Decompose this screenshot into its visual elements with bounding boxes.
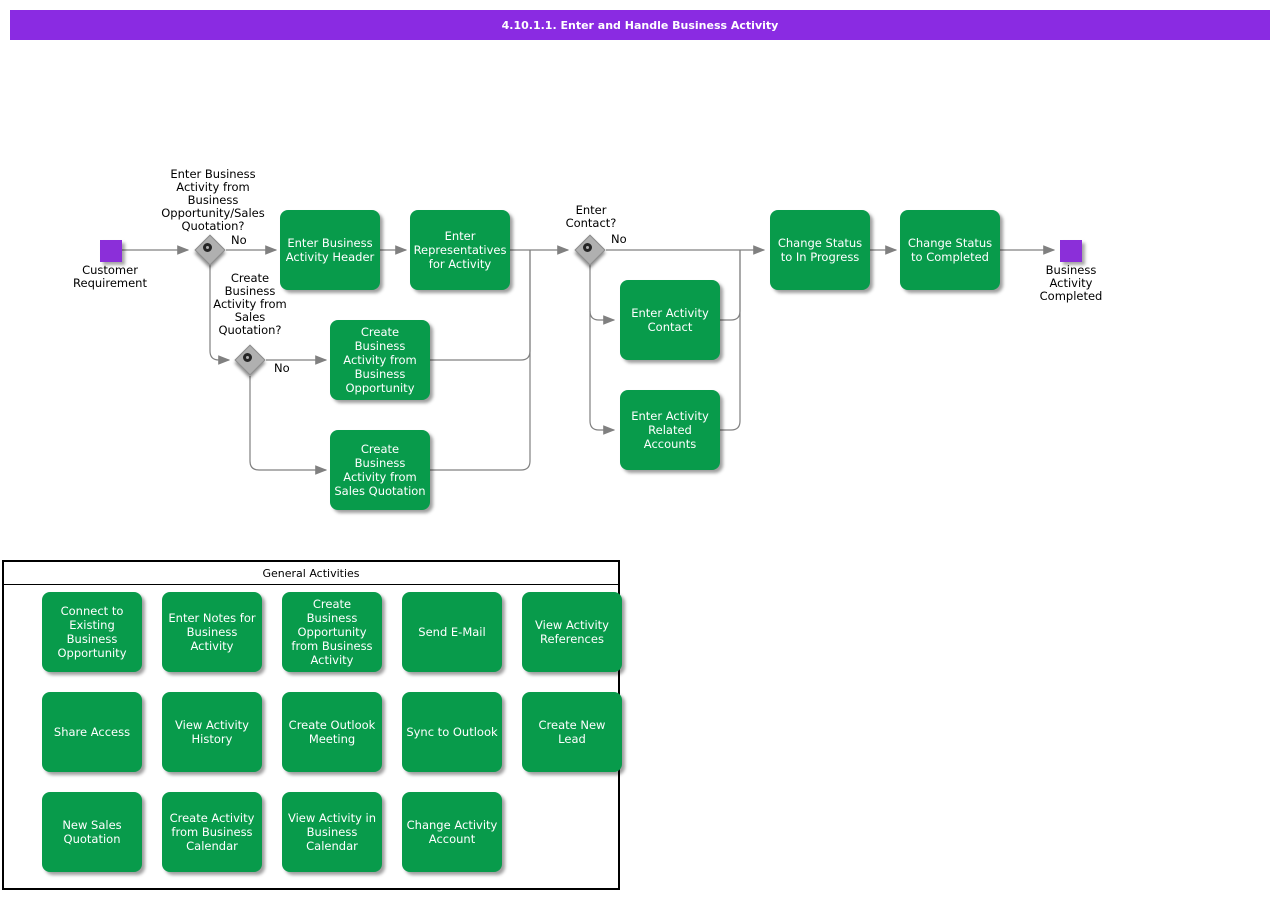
general-change-activity-account[interactable]: Change Activity Account	[402, 792, 502, 872]
activity-create-ba-from-sales-quotation[interactable]: Create Business Activity from Sales Quot…	[330, 430, 430, 510]
general-activities-panel: General Activities Connect to Existing B…	[2, 560, 622, 890]
activity-change-status-to-completed[interactable]: Change Status to Completed	[900, 210, 1000, 290]
general-create-outlook-meeting[interactable]: Create Outlook Meeting	[282, 692, 382, 772]
general-share-access[interactable]: Share Access	[42, 692, 142, 772]
general-connect-to-existing-business-opportunity[interactable]: Connect to Existing Business Opportunity	[42, 592, 142, 672]
general-sync-to-outlook[interactable]: Sync to Outlook	[402, 692, 502, 772]
general-new-sales-quotation[interactable]: New Sales Quotation	[42, 792, 142, 872]
activity-enter-activity-contact[interactable]: Enter Activity Contact	[620, 280, 720, 360]
general-send-e-mail[interactable]: Send E-Mail	[402, 592, 502, 672]
decision-2-no-label: No	[274, 361, 290, 375]
end-node-label: Business Activity Completed	[1039, 263, 1103, 303]
general-create-new-lead[interactable]: Create New Lead	[522, 692, 622, 772]
general-view-activity-history[interactable]: View Activity History	[162, 692, 262, 772]
decision-2-question: Create Business Activity from Sales Quot…	[213, 271, 287, 337]
general-view-activity-in-business-calendar[interactable]: View Activity in Business Calendar	[282, 792, 382, 872]
general-view-activity-references[interactable]: View Activity References	[522, 592, 622, 672]
general-activities-title: General Activities	[4, 562, 618, 585]
diagram-title: 4.10.1.1. Enter and Handle Business Acti…	[501, 18, 779, 32]
general-create-business-opportunity-from-business-activity[interactable]: Create Business Opportunity from Busines…	[282, 592, 382, 672]
end-node	[1060, 240, 1082, 262]
activity-change-status-to-in-progress[interactable]: Change Status to In Progress	[770, 210, 870, 290]
decision-3-no-label: No	[611, 232, 627, 246]
decision-3-question: Enter Contact?	[565, 203, 617, 230]
decision-1-circle-icon	[203, 243, 212, 252]
general-create-activity-from-business-calendar[interactable]: Create Activity from Business Calendar	[162, 792, 262, 872]
decision-1-question: Enter Business Activity from Business Op…	[161, 167, 265, 233]
activity-enter-business-activity-header[interactable]: Enter Business Activity Header	[280, 210, 380, 290]
diagram-title-bar: 4.10.1.1. Enter and Handle Business Acti…	[10, 10, 1270, 40]
activity-create-ba-from-business-opportunity[interactable]: Create Business Activity from Business O…	[330, 320, 430, 400]
decision-1-no-label: No	[231, 233, 247, 247]
decision-3-circle-icon	[583, 243, 592, 252]
activity-enter-activity-related-accounts[interactable]: Enter Activity Related Accounts	[620, 390, 720, 470]
start-node-label: Customer Requirement	[73, 263, 147, 290]
activity-enter-representatives-for-activity[interactable]: Enter Representatives for Activity	[410, 210, 510, 290]
general-enter-notes-for-business-activity[interactable]: Enter Notes for Business Activity	[162, 592, 262, 672]
start-node	[100, 240, 122, 262]
decision-2-circle-icon	[243, 353, 252, 362]
